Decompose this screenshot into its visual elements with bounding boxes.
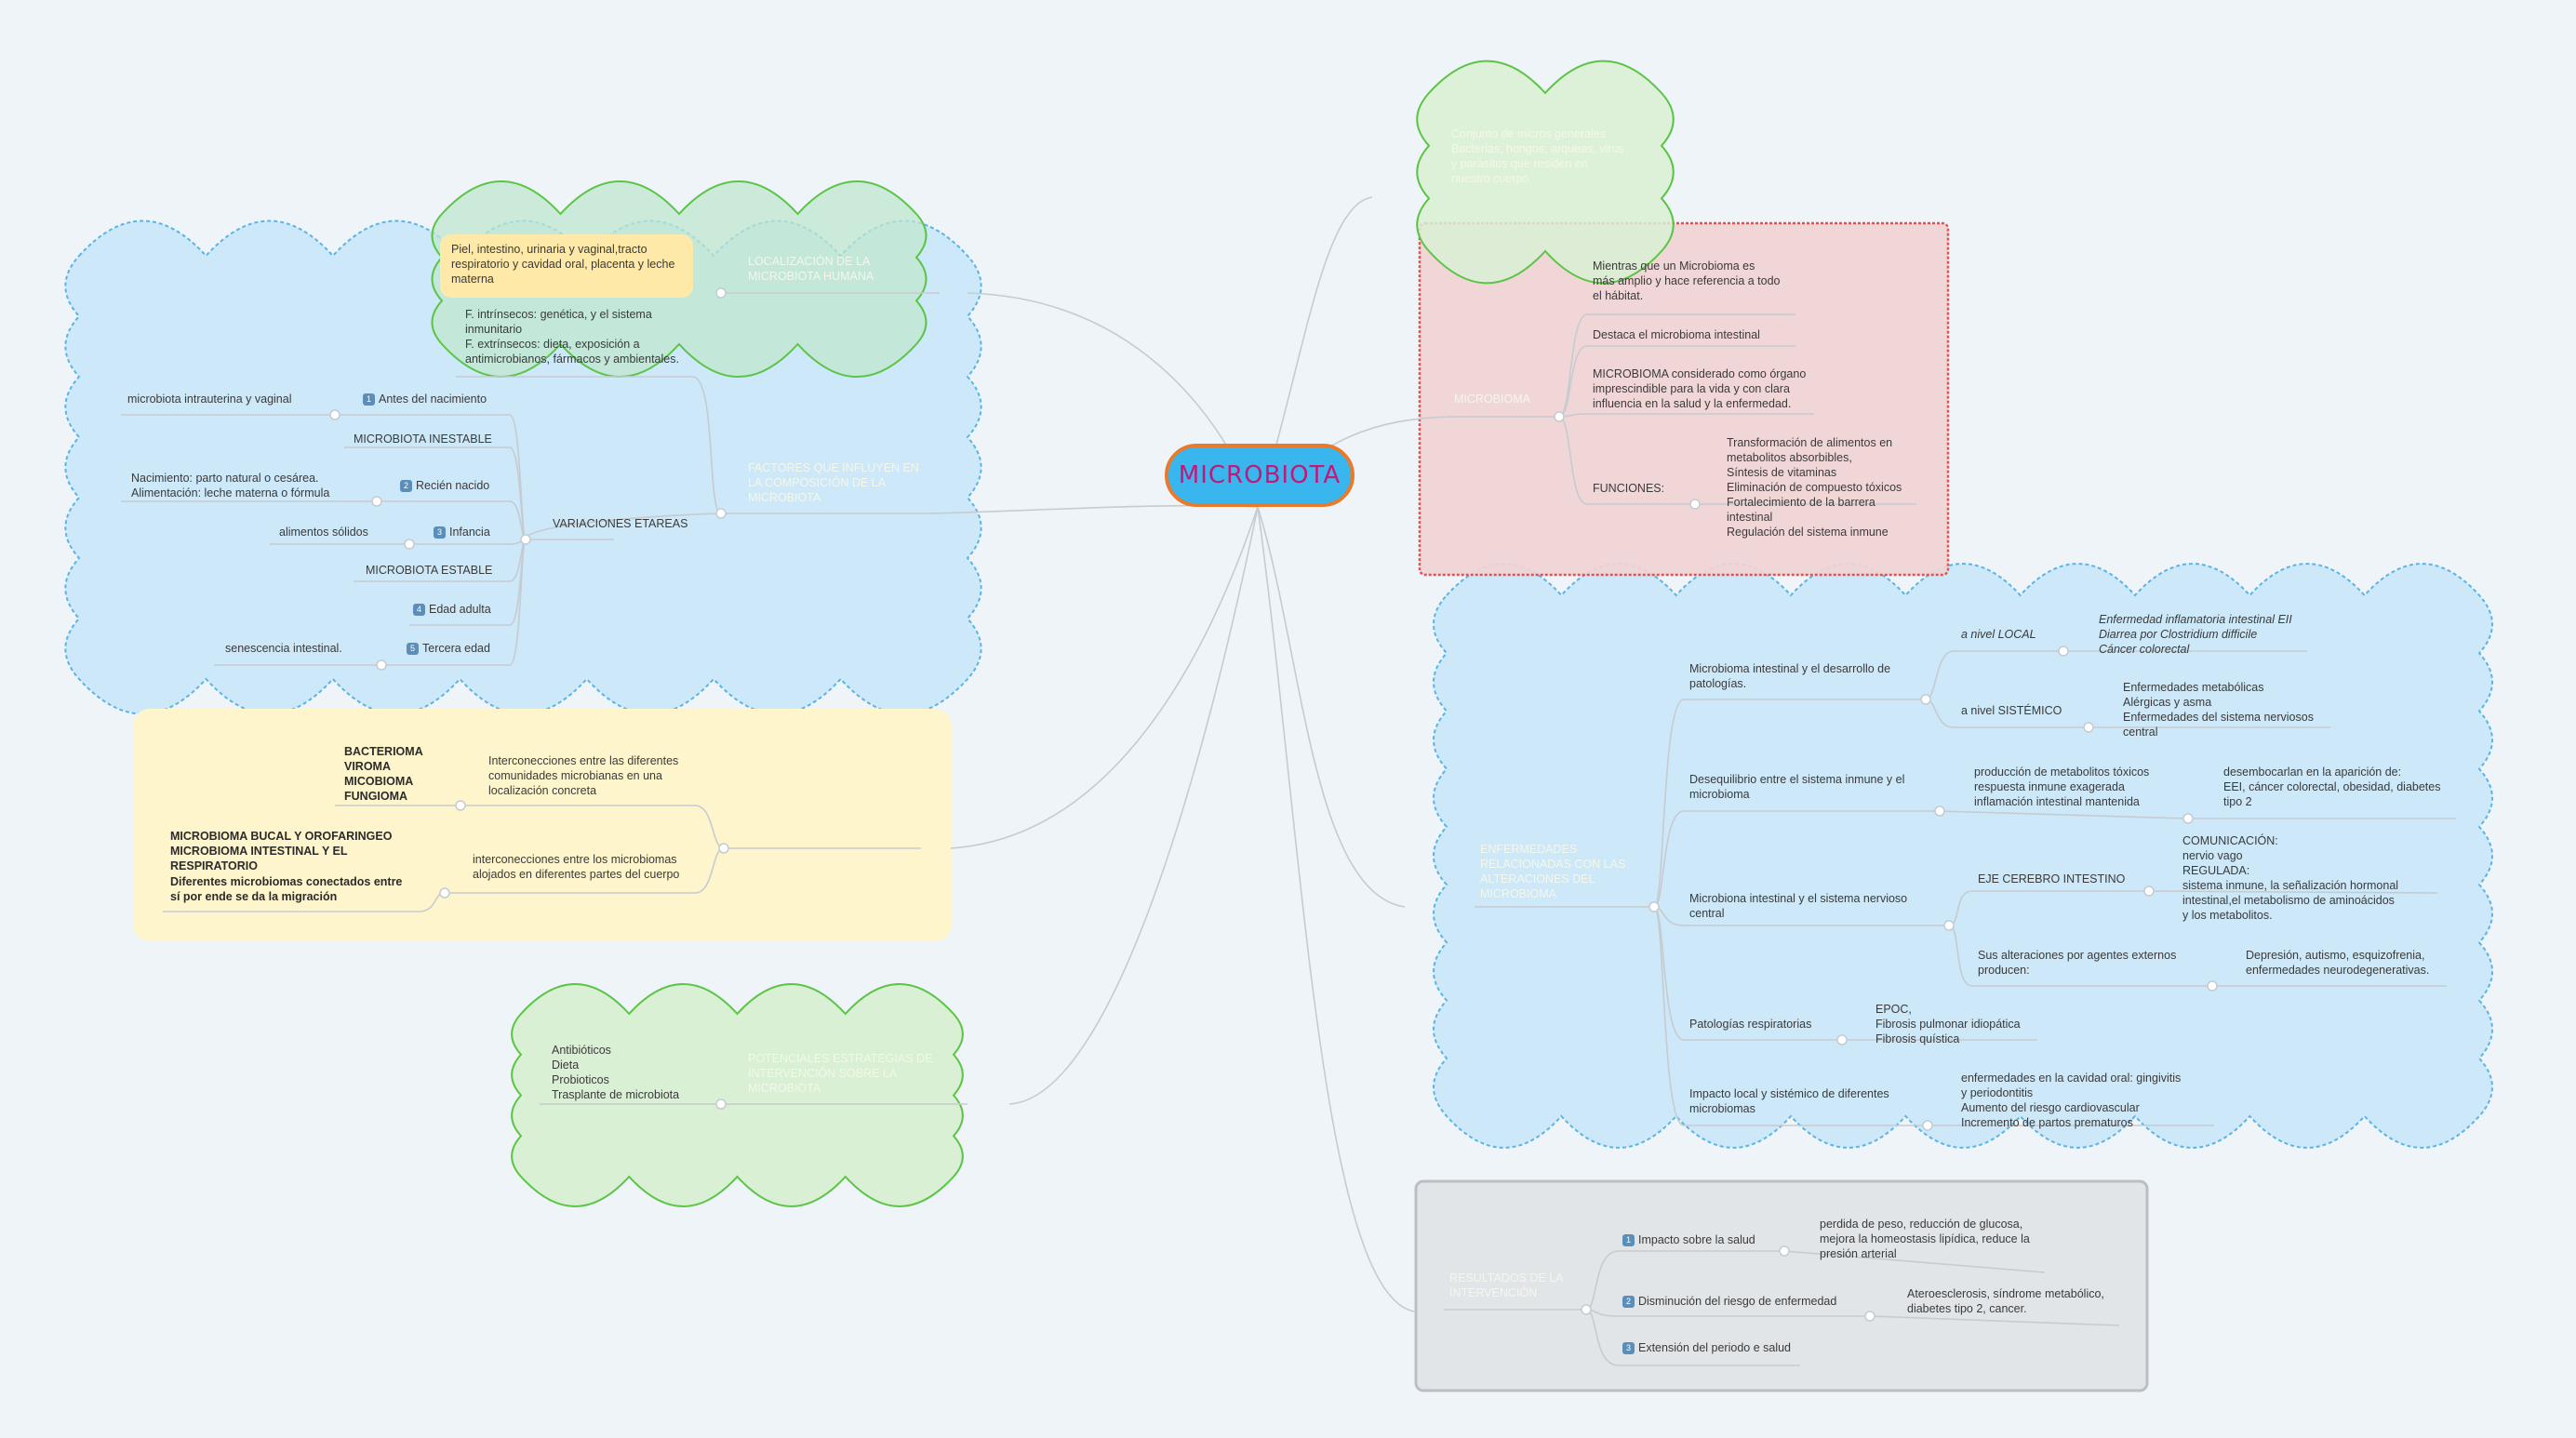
central-topic-label: MICROBIOTA	[1178, 461, 1341, 489]
g3-eje[interactable]: EJE CEREBRO INTESTINO	[1978, 872, 2126, 885]
microbioma-item-2[interactable]: Destaca el microbioma intestinal	[1593, 328, 1760, 341]
enfermedades-label[interactable]: ENFERMEDADES RELACIONADAS CON LAS ALTERA…	[1480, 843, 1626, 900]
number-badge-r1: 1	[1622, 1234, 1635, 1247]
link-interconexiones	[950, 506, 1259, 849]
g1-local-items[interactable]: Enfermedad inflamatoria intestinal EII D…	[2099, 613, 2292, 656]
blue-cloud-right	[1433, 563, 2493, 1149]
g2-detail[interactable]: producción de metabolitos tóxicos respue…	[1974, 766, 2150, 808]
number-badge-2: 2	[400, 480, 412, 493]
interconexion-a-detail[interactable]: Interconecciones entre las diferentes co…	[488, 754, 679, 797]
g1-label[interactable]: Microbioma intestinal y el desarrollo de…	[1689, 662, 1891, 690]
g2-result[interactable]: desembocarlan en la aparición de: EEI, c…	[2223, 766, 2441, 808]
g1-sist-label[interactable]: a nivel SISTÉMICO	[1961, 704, 2062, 717]
variaciones-label[interactable]: VARIACIONES ETAREAS	[553, 517, 688, 530]
microbioma-label[interactable]: MICROBIOMA	[1454, 393, 1530, 406]
microbioma-box	[1418, 221, 1950, 577]
stage-estable[interactable]: MICROBIOTA ESTABLE	[366, 564, 493, 577]
g5-label[interactable]: Impacto local y sistémico de diferentes …	[1689, 1087, 1889, 1115]
central-topic[interactable]: MICROBIOTA	[1165, 444, 1355, 507]
stage-2[interactable]: 2 Recién nacido	[400, 478, 489, 493]
localizacion-note[interactable]: Piel, intestino, urinaria y vaginal,trac…	[440, 234, 693, 298]
resultado-1-label: Impacto sobre la salud	[1638, 1233, 1755, 1246]
stage-2-detail[interactable]: Nacimiento: parto natural o cesárea. Ali…	[131, 472, 330, 499]
number-badge-5: 5	[407, 643, 419, 656]
g1-local-label[interactable]: a nivel LOCAL	[1961, 628, 2036, 641]
g5-detail[interactable]: enfermedades en la cavidad oral: gingivi…	[1961, 1072, 2182, 1129]
g3-label[interactable]: Microbiona intestinal y el sistema nervi…	[1689, 892, 1908, 920]
stage-2-label: Recién nacido	[416, 479, 490, 492]
microbioma-item-3[interactable]: MICROBIOMA considerado como órgano impre…	[1593, 367, 1807, 410]
top-cloud-text[interactable]: Conjunto de micros generales Bacterias, …	[1451, 127, 1624, 185]
potenciales-items[interactable]: Antibióticos Dieta Probioticos Trasplant…	[552, 1044, 680, 1101]
interconexiones-box	[133, 709, 952, 941]
number-badge-4: 4	[413, 604, 425, 617]
green-cloud-potenciales	[511, 983, 964, 1207]
g4-label[interactable]: Patologías respiratorias	[1689, 1018, 1812, 1031]
green-cloud-top	[1416, 60, 1675, 285]
funciones-list[interactable]: Transformación de alimentos en metabolit…	[1727, 436, 1902, 539]
resultado-2-detail[interactable]: Ateroesclerosis, síndrome metabólico, di…	[1907, 1287, 2104, 1315]
factores-intro[interactable]: F. intrínsecos: genética, y el sistema i…	[465, 308, 679, 366]
g3-eje-detail[interactable]: COMUNICACIÓN: nervio vago REGULADA: sist…	[2182, 834, 2399, 922]
stage-1-detail[interactable]: microbiota intrauterina y vaginal	[127, 393, 292, 406]
g2-label[interactable]: Desequilibrio entre el sistema inmune y …	[1689, 773, 1905, 801]
stage-1-label: Antes del nacimiento	[379, 393, 487, 406]
g3-alt-detail[interactable]: Depresión, autismo, esquizofrenia, enfer…	[2246, 949, 2430, 977]
g4-detail[interactable]: EPOC, Fibrosis pulmonar idiopática Fibro…	[1875, 1003, 2021, 1045]
stage-3-detail[interactable]: alimentos sólidos	[279, 526, 368, 539]
stage-inestable[interactable]: MICROBIOTA INESTABLE	[354, 433, 492, 446]
g3-alt[interactable]: Sus alteraciones por agentes externos pr…	[1978, 949, 2177, 977]
g1-sist-items[interactable]: Enfermedades metabólicas Alérgicas y asm…	[2123, 681, 2314, 739]
interconexion-b-detail[interactable]: interconecciones entre los microbiomas a…	[473, 853, 680, 881]
stage-3-label: Infancia	[449, 526, 490, 539]
stage-1[interactable]: 1 Antes del nacimiento	[363, 392, 487, 406]
factores-label[interactable]: FACTORES QUE INFLUYEN EN LA COMPOSICIÓN …	[748, 461, 919, 504]
resultado-1-detail[interactable]: perdida de peso, reducción de glucosa, m…	[1820, 1218, 2030, 1260]
interconexion-b-list[interactable]: MICROBIOMA BUCAL Y OROFARINGEO MICROBIOM…	[170, 830, 393, 872]
resultados-label[interactable]: RESULTADOS DE LA INTERVENCIÓN	[1449, 1272, 1564, 1299]
interconexion-b-note[interactable]: Diferentes microbiomas conectados entre …	[170, 875, 403, 903]
resultado-2-label: Disminución del riesgo de enfermedad	[1638, 1295, 1837, 1308]
link-potenciales	[1008, 506, 1259, 1105]
link-enfermedades	[1257, 506, 1406, 908]
resultados-box	[1414, 1179, 2149, 1392]
number-badge-r2: 2	[1622, 1296, 1635, 1309]
microbioma-item-1[interactable]: Mientras que un Microbioma es más amplio…	[1593, 260, 1781, 302]
stage-4[interactable]: 4 Edad adulta	[413, 602, 491, 617]
number-badge-3: 3	[434, 526, 446, 539]
localizacion-label[interactable]: LOCALIZACIÓN DE LA MICROBIOTA HUMANA	[748, 255, 874, 283]
stage-5-label: Tercera edad	[422, 642, 490, 655]
link-resultados	[1257, 506, 1415, 1312]
resultado-3-label: Extensión del periodo e salud	[1638, 1341, 1792, 1354]
interconexion-a-list[interactable]: BACTERIOMA VIROMA MICOBIOMA FUNGIOMA	[344, 745, 423, 803]
number-badge-r3: 3	[1622, 1342, 1635, 1355]
potenciales-label[interactable]: POTENCIALES ESTRATEGIAS DE INTERVENCIÓN …	[748, 1052, 933, 1095]
stage-5-detail[interactable]: senescencia intestinal.	[225, 642, 342, 655]
stage-4-label: Edad adulta	[429, 603, 491, 616]
number-badge-1: 1	[363, 393, 375, 406]
funciones-label[interactable]: FUNCIONES:	[1593, 482, 1665, 495]
